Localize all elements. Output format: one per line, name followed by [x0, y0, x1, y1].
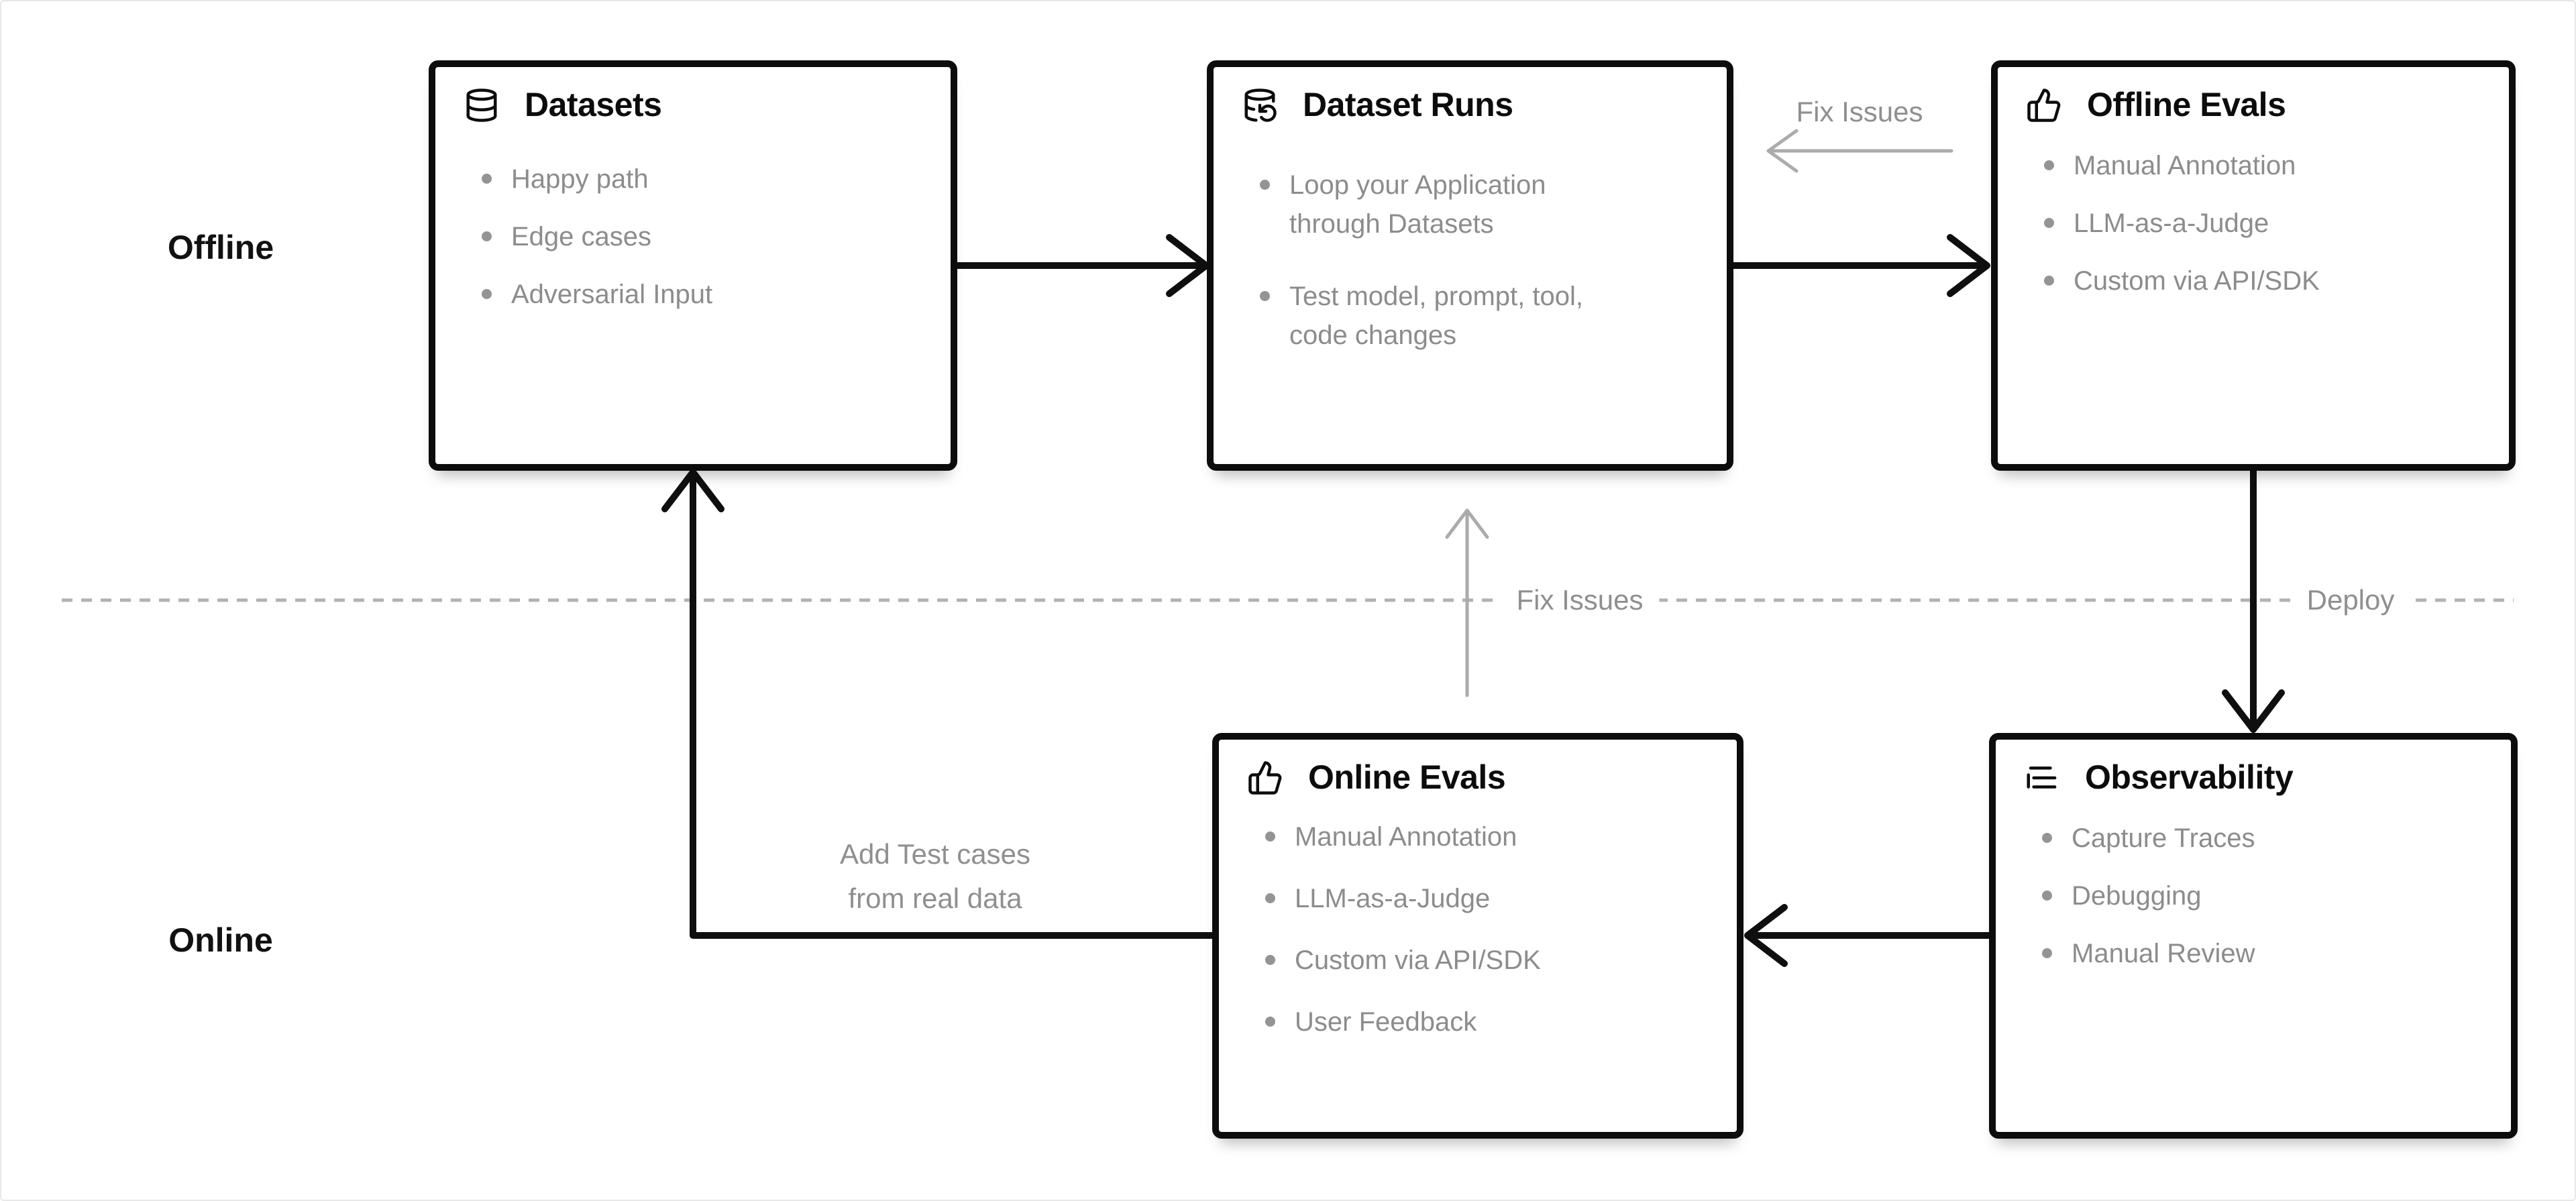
datasets-box-title: Datasets [525, 86, 662, 123]
bullet-item: Manual Annotation [2044, 150, 2320, 182]
bullet-item: Custom via API/SDK [1265, 946, 1541, 975]
bullet-item: Capture Traces [2041, 823, 2255, 853]
add-test-cases-line1: Add Test cases [839, 838, 1031, 870]
online-evals-box-title: Online Evals [1308, 758, 1506, 796]
trace-list-icon [2024, 760, 2060, 796]
fix-issues-middle-label: Fix Issues [1500, 584, 1660, 616]
deploy-label: Deploy [2290, 584, 2411, 616]
bullet-item: Manual Review [2041, 939, 2255, 968]
bullet-item: LLM-as-a-Judge [1265, 882, 1541, 915]
database-run-icon [1242, 87, 1278, 123]
fix-issues-top-label: Fix Issues [1796, 96, 1923, 127]
dataset-runs-bullet-list: Loop your Application through Datasets T… [1260, 166, 1638, 388]
dataset-runs-box: Dataset Runs Loop your Application throu… [1207, 60, 1733, 471]
bullet-item: Custom via API/SDK [2044, 266, 2320, 296]
offline-section-label: Offline [167, 229, 274, 266]
bullet-item: Happy path [481, 163, 712, 195]
arrow-online-evals-to-datasets [690, 473, 1216, 939]
bullet-item: Adversarial Input [481, 280, 713, 309]
online-section-label: Online [168, 921, 273, 959]
thumbs-up-icon [1247, 760, 1283, 796]
bullet-item: Manual Annotation [1265, 821, 1541, 853]
offline-evals-box: Offline Evals Manual Annotation LLM-as-a… [1991, 60, 2516, 471]
bullet-item: Test model, prompt, tool, code changes [1260, 277, 1638, 355]
bullet-item: Loop your Application through Datasets [1260, 166, 1638, 243]
bullet-item: Debugging [2041, 880, 2255, 912]
thumbs-up-icon [2026, 87, 2062, 123]
offline-evals-box-title: Offline Evals [2087, 86, 2286, 123]
add-test-cases-line2: from real data [848, 882, 1022, 914]
bullet-item: LLM-as-a-Judge [2044, 207, 2320, 239]
dataset-runs-box-title: Dataset Runs [1303, 86, 1513, 123]
add-test-cases-label: Add Test cases from real data [840, 832, 1030, 921]
database-icon [464, 87, 500, 123]
bullet-item: Edge cases [481, 221, 712, 253]
online-evals-box: Online Evals Manual Annotation LLM-as-a-… [1212, 733, 1743, 1139]
observability-box-title: Observability [2085, 758, 2294, 796]
bullet-item: User Feedback [1265, 1006, 1541, 1038]
